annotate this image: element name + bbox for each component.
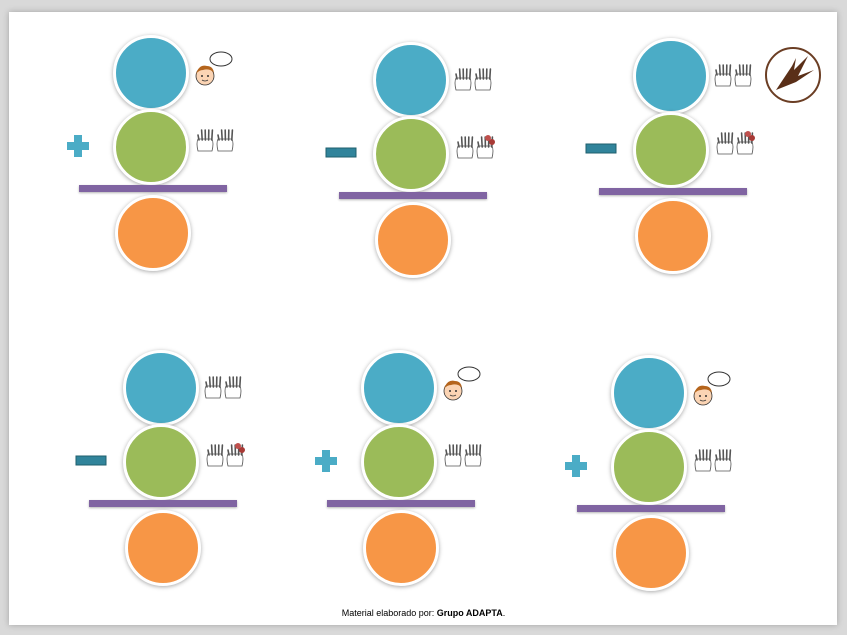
footer-credit: Material elaborado por: Grupo ADAPTA. [0,608,847,618]
top-number-circle [361,350,437,426]
footer-prefix: Material elaborado por: [341,608,437,618]
middle-number-circle [611,429,687,505]
result-circle [613,515,689,591]
addition-subtraction-problem [325,42,515,282]
top-number-circle [633,38,709,114]
middle-number-circle [361,424,437,500]
plus-sign-icon [563,453,589,479]
ten-fingers-hands-icon [443,442,483,473]
top-number-circle [123,350,199,426]
footer-author: Grupo ADAPTA [436,608,503,618]
minus-sign-icon [75,454,107,468]
addition-subtraction-problem [75,350,265,590]
thinking-face-icon [193,49,233,94]
ten-fingers-hands-icon [195,127,235,158]
top-number-circle [113,35,189,111]
result-bar [599,188,747,195]
hands-with-fallen-fingers-icon [715,130,755,161]
middle-number-circle [373,116,449,192]
thinking-face-icon [691,369,731,414]
result-circle [115,195,191,271]
addition-subtraction-problem [563,355,753,595]
top-number-circle [373,42,449,118]
result-circle [363,510,439,586]
footer-suffix: . [502,608,506,618]
ten-fingers-hands-icon [693,447,733,478]
thinking-face-icon [441,364,481,409]
result-bar [89,500,237,507]
result-bar [327,500,475,507]
plus-sign-icon [65,133,91,159]
ten-fingers-hands-icon [453,66,493,97]
middle-number-circle [123,424,199,500]
hands-with-fallen-fingers-icon [205,442,245,473]
addition-subtraction-problem [65,35,255,275]
result-bar [577,505,725,512]
minus-sign-icon [585,142,617,156]
result-circle [375,202,451,278]
middle-number-circle [633,112,709,188]
ten-fingers-hands-icon [713,62,753,93]
minus-sign-icon [325,146,357,160]
plus-sign-icon [313,448,339,474]
adapta-logo-icon [765,47,821,103]
result-bar [79,185,227,192]
result-bar [339,192,487,199]
middle-number-circle [113,109,189,185]
ten-fingers-hands-icon [203,374,243,405]
result-circle [635,198,711,274]
result-circle [125,510,201,586]
addition-subtraction-problem [313,350,503,590]
addition-subtraction-problem [585,38,775,278]
top-number-circle [611,355,687,431]
hands-with-fallen-fingers-icon [455,134,495,165]
